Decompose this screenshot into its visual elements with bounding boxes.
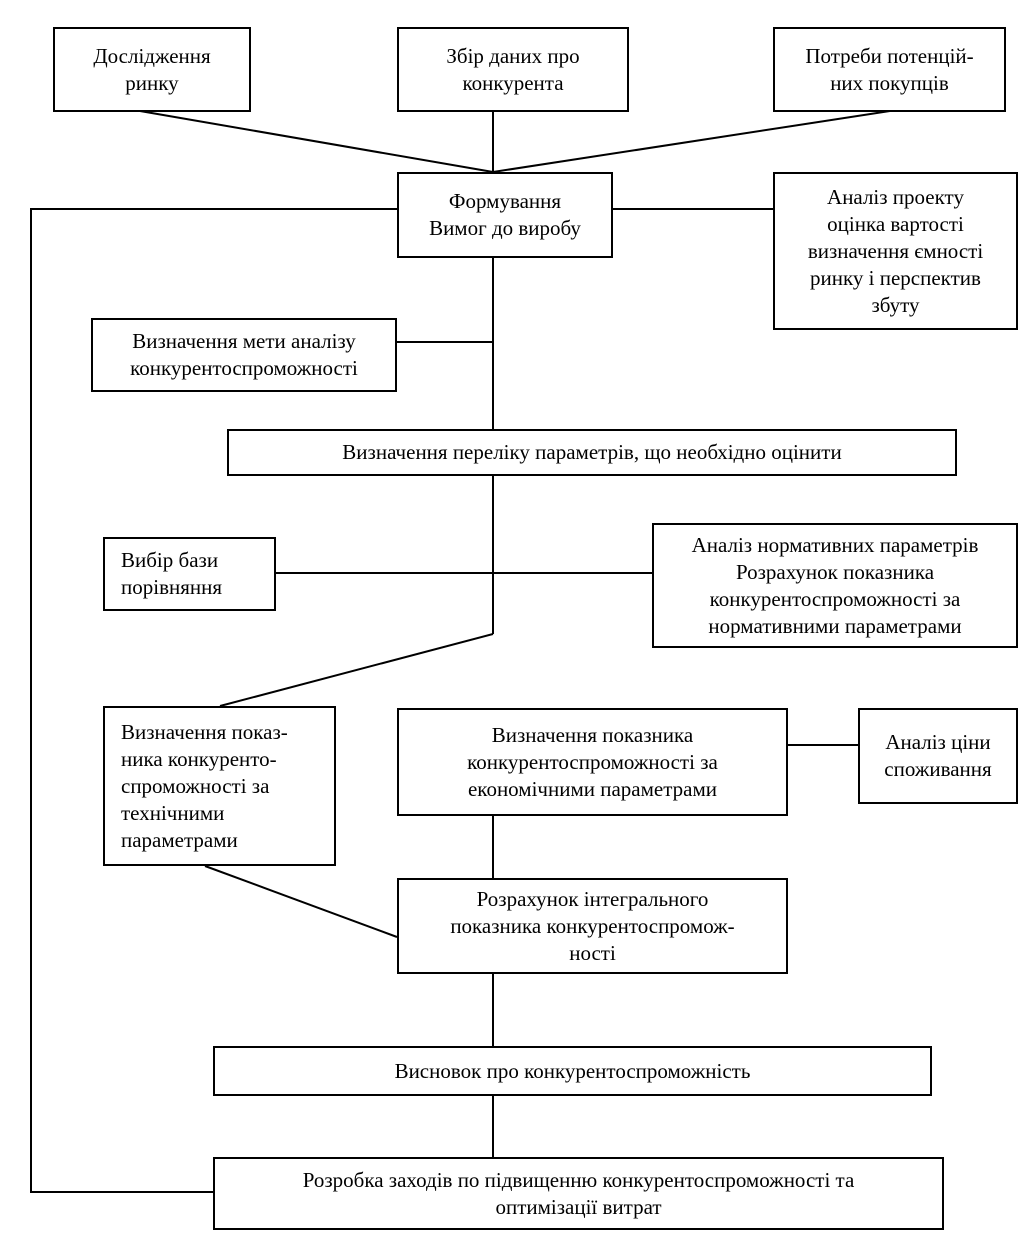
box-line: Розрахунок показника	[735, 559, 935, 584]
box-line: Вимог до виробу	[429, 216, 581, 240]
box-line: Потреби потенцій-	[805, 43, 974, 68]
box-line: збуту	[871, 292, 920, 317]
box-project-analysis: Аналіз проекту оцінка вартості визначенн…	[773, 172, 1018, 330]
box-consumption-price: Аналіз ціни споживання	[858, 708, 1018, 804]
connector-technical-branch	[219, 633, 494, 707]
box-line: економічними параметрами	[467, 776, 717, 801]
box-line: Аналіз нормативних параметрів	[691, 532, 979, 557]
box-line: конкурента	[462, 70, 564, 95]
box-normative-analysis: Аналіз нормативних параметрів Розрахунок…	[652, 523, 1018, 648]
box-line: Розрахунок інтегрального	[476, 886, 709, 911]
box-line: ринку	[125, 70, 179, 95]
box-integral-index: Розрахунок інтегрального показника конку…	[397, 878, 788, 974]
box-line: ності	[569, 940, 616, 965]
box-line: Визначення показ-	[121, 719, 288, 744]
box-competitor-data: Збір даних про конкурента	[397, 27, 629, 112]
box-line: Формування	[448, 189, 562, 213]
box-comparison-base: Вибір бази порівняння	[103, 537, 276, 611]
box-line: Вибір бази	[121, 548, 219, 572]
box-line: оцінка вартості	[827, 211, 964, 236]
connector-market-research	[139, 110, 494, 173]
box-improvement-measures: Розробка заходів по підвищенню конкурент…	[213, 1157, 944, 1230]
box-line: Аналіз проекту	[827, 184, 964, 209]
box-line: Збір даних про	[446, 43, 580, 68]
connector-customer-needs	[492, 110, 891, 173]
box-line: технічними	[121, 800, 225, 825]
box-line: показника конкурентоспромож-	[450, 913, 735, 938]
box-line: Висновок про конкурентоспроможність	[394, 1058, 751, 1083]
box-line: Аналіз ціни	[885, 730, 991, 754]
box-line: параметрами	[121, 827, 238, 852]
box-line: конкурентоспроможності	[130, 356, 358, 380]
box-customer-needs: Потреби потенцій- них покупців	[773, 27, 1006, 112]
box-line: Розробка заходів по підвищенню конкурент…	[302, 1167, 855, 1192]
box-line: Визначення переліку параметрів, що необх…	[342, 440, 842, 464]
connector-technical-integral	[204, 865, 398, 938]
box-line: визначення ємності	[807, 238, 984, 263]
box-line: порівняння	[121, 575, 223, 599]
box-line: конкурентоспроможності за	[467, 749, 718, 774]
box-line: споживання	[884, 757, 992, 781]
box-line: ринку і перспектив	[810, 265, 981, 290]
box-line: спроможності за	[121, 773, 270, 798]
box-line: конкурентоспроможності за	[709, 586, 961, 611]
box-line: ника конкуренто-	[121, 746, 277, 771]
box-line: оптимізації витрат	[495, 1194, 662, 1219]
box-parameter-list: Визначення переліку параметрів, що необх…	[227, 429, 957, 476]
box-economic-index: Визначення показника конкурентоспроможно…	[397, 708, 788, 816]
box-analysis-goal: Визначення мети аналізу конкурентоспромо…	[91, 318, 397, 392]
box-technical-index: Визначення показ- ника конкуренто- спром…	[103, 706, 336, 866]
box-line: нормативними параметрами	[708, 613, 962, 638]
box-line: Визначення мети аналізу	[132, 329, 356, 353]
box-line: них покупців	[830, 70, 949, 95]
box-line: Дослідження	[93, 43, 211, 68]
connector-feedback-loop	[30, 208, 397, 1193]
box-product-requirements: Формування Вимог до виробу	[397, 172, 613, 258]
box-market-research: Дослідження ринку	[53, 27, 251, 112]
box-conclusion: Висновок про конкурентоспроможність	[213, 1046, 932, 1096]
box-line: Визначення показника	[491, 722, 694, 747]
